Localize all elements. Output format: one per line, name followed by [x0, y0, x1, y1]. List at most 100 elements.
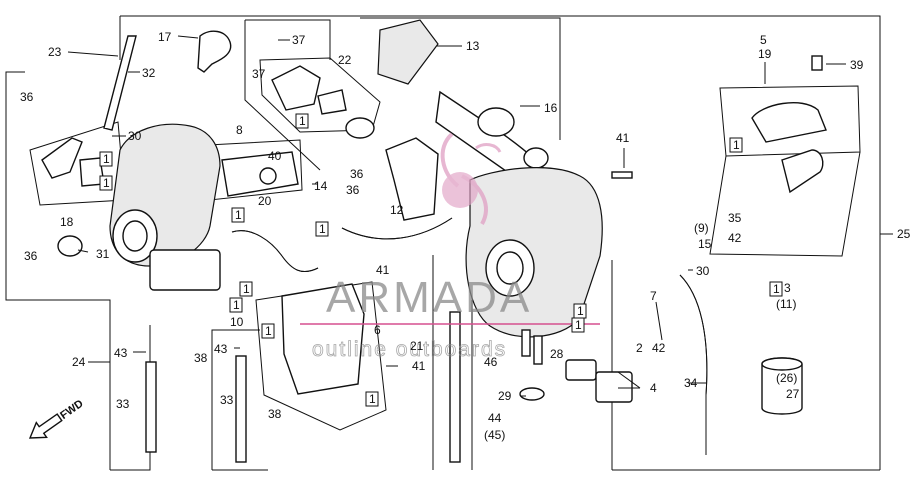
part-label-p39: 39 — [850, 58, 864, 72]
watermark: ARMADA outline outboards — [300, 132, 600, 361]
washer-29 — [519, 387, 545, 401]
part-label-p35: 35 — [728, 211, 742, 225]
part-label-p37a: 37 — [292, 33, 306, 47]
part-label-p4: 4 — [650, 381, 657, 395]
box-tag: 1 — [261, 323, 275, 339]
part-label-p2: 2 — [636, 341, 643, 355]
box-tag-label: 1 — [103, 176, 110, 190]
part-label-p5: 5 — [760, 33, 767, 47]
part-label-p31: 31 — [96, 247, 110, 261]
part-label-p34: 34 — [684, 376, 698, 390]
box-tag: 1 — [571, 317, 585, 333]
box-tag-label: 1 — [577, 304, 584, 318]
tube-33-left — [145, 361, 157, 453]
bracket-18 — [41, 137, 83, 179]
part-label-p14: 14 — [314, 179, 328, 193]
part-label-p41a: 41 — [616, 131, 630, 145]
part-label-p21: 21 — [410, 339, 424, 353]
box-tag: 1 — [315, 221, 329, 237]
box-tag: 1 — [239, 281, 253, 297]
part-label-p38b: 38 — [268, 407, 282, 421]
part-label-p16: 16 — [544, 101, 558, 115]
part-4b — [595, 371, 633, 403]
part-4a — [565, 359, 597, 381]
part-label-p41c: 41 — [412, 359, 426, 373]
part-label-p18: 18 — [60, 215, 74, 229]
part-label-p30b: 30 — [696, 264, 710, 278]
part-label-p41b: 41 — [376, 263, 390, 277]
part-label-p36a: 36 — [20, 90, 34, 104]
part-label-p43b: 43 — [214, 342, 228, 356]
part-label-p45: (45) — [484, 428, 505, 442]
box-tag: 1 — [229, 297, 243, 313]
bracket-12 — [385, 137, 439, 221]
part-label-p43a: 43 — [114, 346, 128, 360]
fwd-label: FWD — [58, 398, 85, 422]
part-label-p17: 17 — [158, 30, 172, 44]
clip-17 — [197, 30, 232, 73]
box-tag-label: 1 — [103, 152, 110, 166]
part-label-p44: 44 — [488, 411, 502, 425]
rod-21 — [449, 311, 461, 463]
jet-46 — [521, 329, 531, 357]
lever-15 — [781, 149, 824, 194]
box-tag-label: 1 — [319, 222, 326, 236]
part-label-p32: 32 — [142, 66, 156, 80]
part-label-p37b: 37 — [252, 67, 266, 81]
parts — [41, 19, 827, 463]
part-label-p29: 29 — [498, 389, 512, 403]
part-label-p20: 20 — [258, 194, 272, 208]
part-label-p36c: 36 — [346, 183, 360, 197]
frame-lines — [5, 15, 893, 471]
watermark-subtitle: outline outboards — [312, 338, 507, 361]
part-label-p8: 8 — [236, 123, 243, 137]
box-tag: 1 — [769, 281, 783, 297]
part-label-p15: 15 — [698, 237, 712, 251]
cover-22 — [271, 65, 321, 111]
box-tag: 1 — [295, 113, 309, 129]
part-label-p22: 22 — [338, 53, 352, 67]
fwd-arrow: FWD — [28, 398, 86, 439]
jet-28 — [533, 335, 543, 365]
part-label-p42b: 42 — [652, 341, 666, 355]
tube-32 — [103, 35, 137, 131]
part-label-p36b: 36 — [350, 167, 364, 181]
part-label-p36d: 36 — [24, 249, 38, 263]
part-label-p38a: 38 — [194, 351, 208, 365]
spring-22 — [317, 89, 347, 115]
part-label-p12: 12 — [390, 203, 404, 217]
box-15 — [709, 151, 861, 257]
box-tag-label: 1 — [299, 114, 306, 128]
watermark-emblem — [440, 132, 502, 225]
box-tag: 1 — [365, 391, 379, 407]
part-label-p11: (11) — [776, 297, 796, 311]
part-label-p30a: 30 — [128, 129, 142, 143]
box-tag-label: 1 — [265, 324, 272, 338]
part-label-p42a: 42 — [728, 231, 742, 245]
leader-lines — [67, 35, 893, 397]
part-label-p19: 19 — [758, 47, 772, 61]
box-tag: 1 — [231, 207, 245, 223]
part-label-p25: 25 — [897, 227, 911, 241]
lever-16 — [377, 19, 439, 85]
part-label-p46: 46 — [484, 355, 498, 369]
part-label-p40: 40 — [268, 149, 282, 163]
part-label-p9: (9) — [694, 221, 709, 235]
box-tag-label: 1 — [243, 282, 250, 296]
part-label-p26: (26) — [776, 371, 797, 385]
box-tag: 1 — [573, 303, 587, 319]
cap-31 — [57, 235, 83, 257]
bolt-41 — [611, 171, 633, 179]
part-label-p3: 3 — [784, 281, 791, 295]
part-label-p27: 27 — [786, 387, 800, 401]
part-label-p6: 6 — [374, 323, 381, 337]
float-bowl-left — [149, 249, 221, 291]
box-tag-label: 1 — [233, 298, 240, 312]
box-tag-label: 1 — [733, 138, 740, 152]
box-tag-label: 1 — [575, 318, 582, 332]
box-tag: 1 — [729, 137, 743, 153]
